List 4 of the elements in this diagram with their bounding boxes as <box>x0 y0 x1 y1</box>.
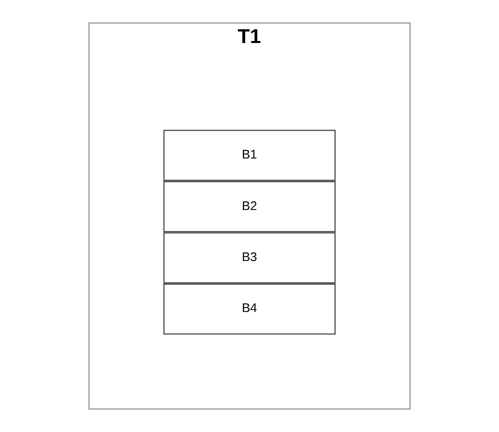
node-box: B1 <box>163 130 336 182</box>
node-box: B2 <box>163 181 336 232</box>
node-box: B3 <box>163 232 336 284</box>
node-box: B4 <box>163 283 336 335</box>
